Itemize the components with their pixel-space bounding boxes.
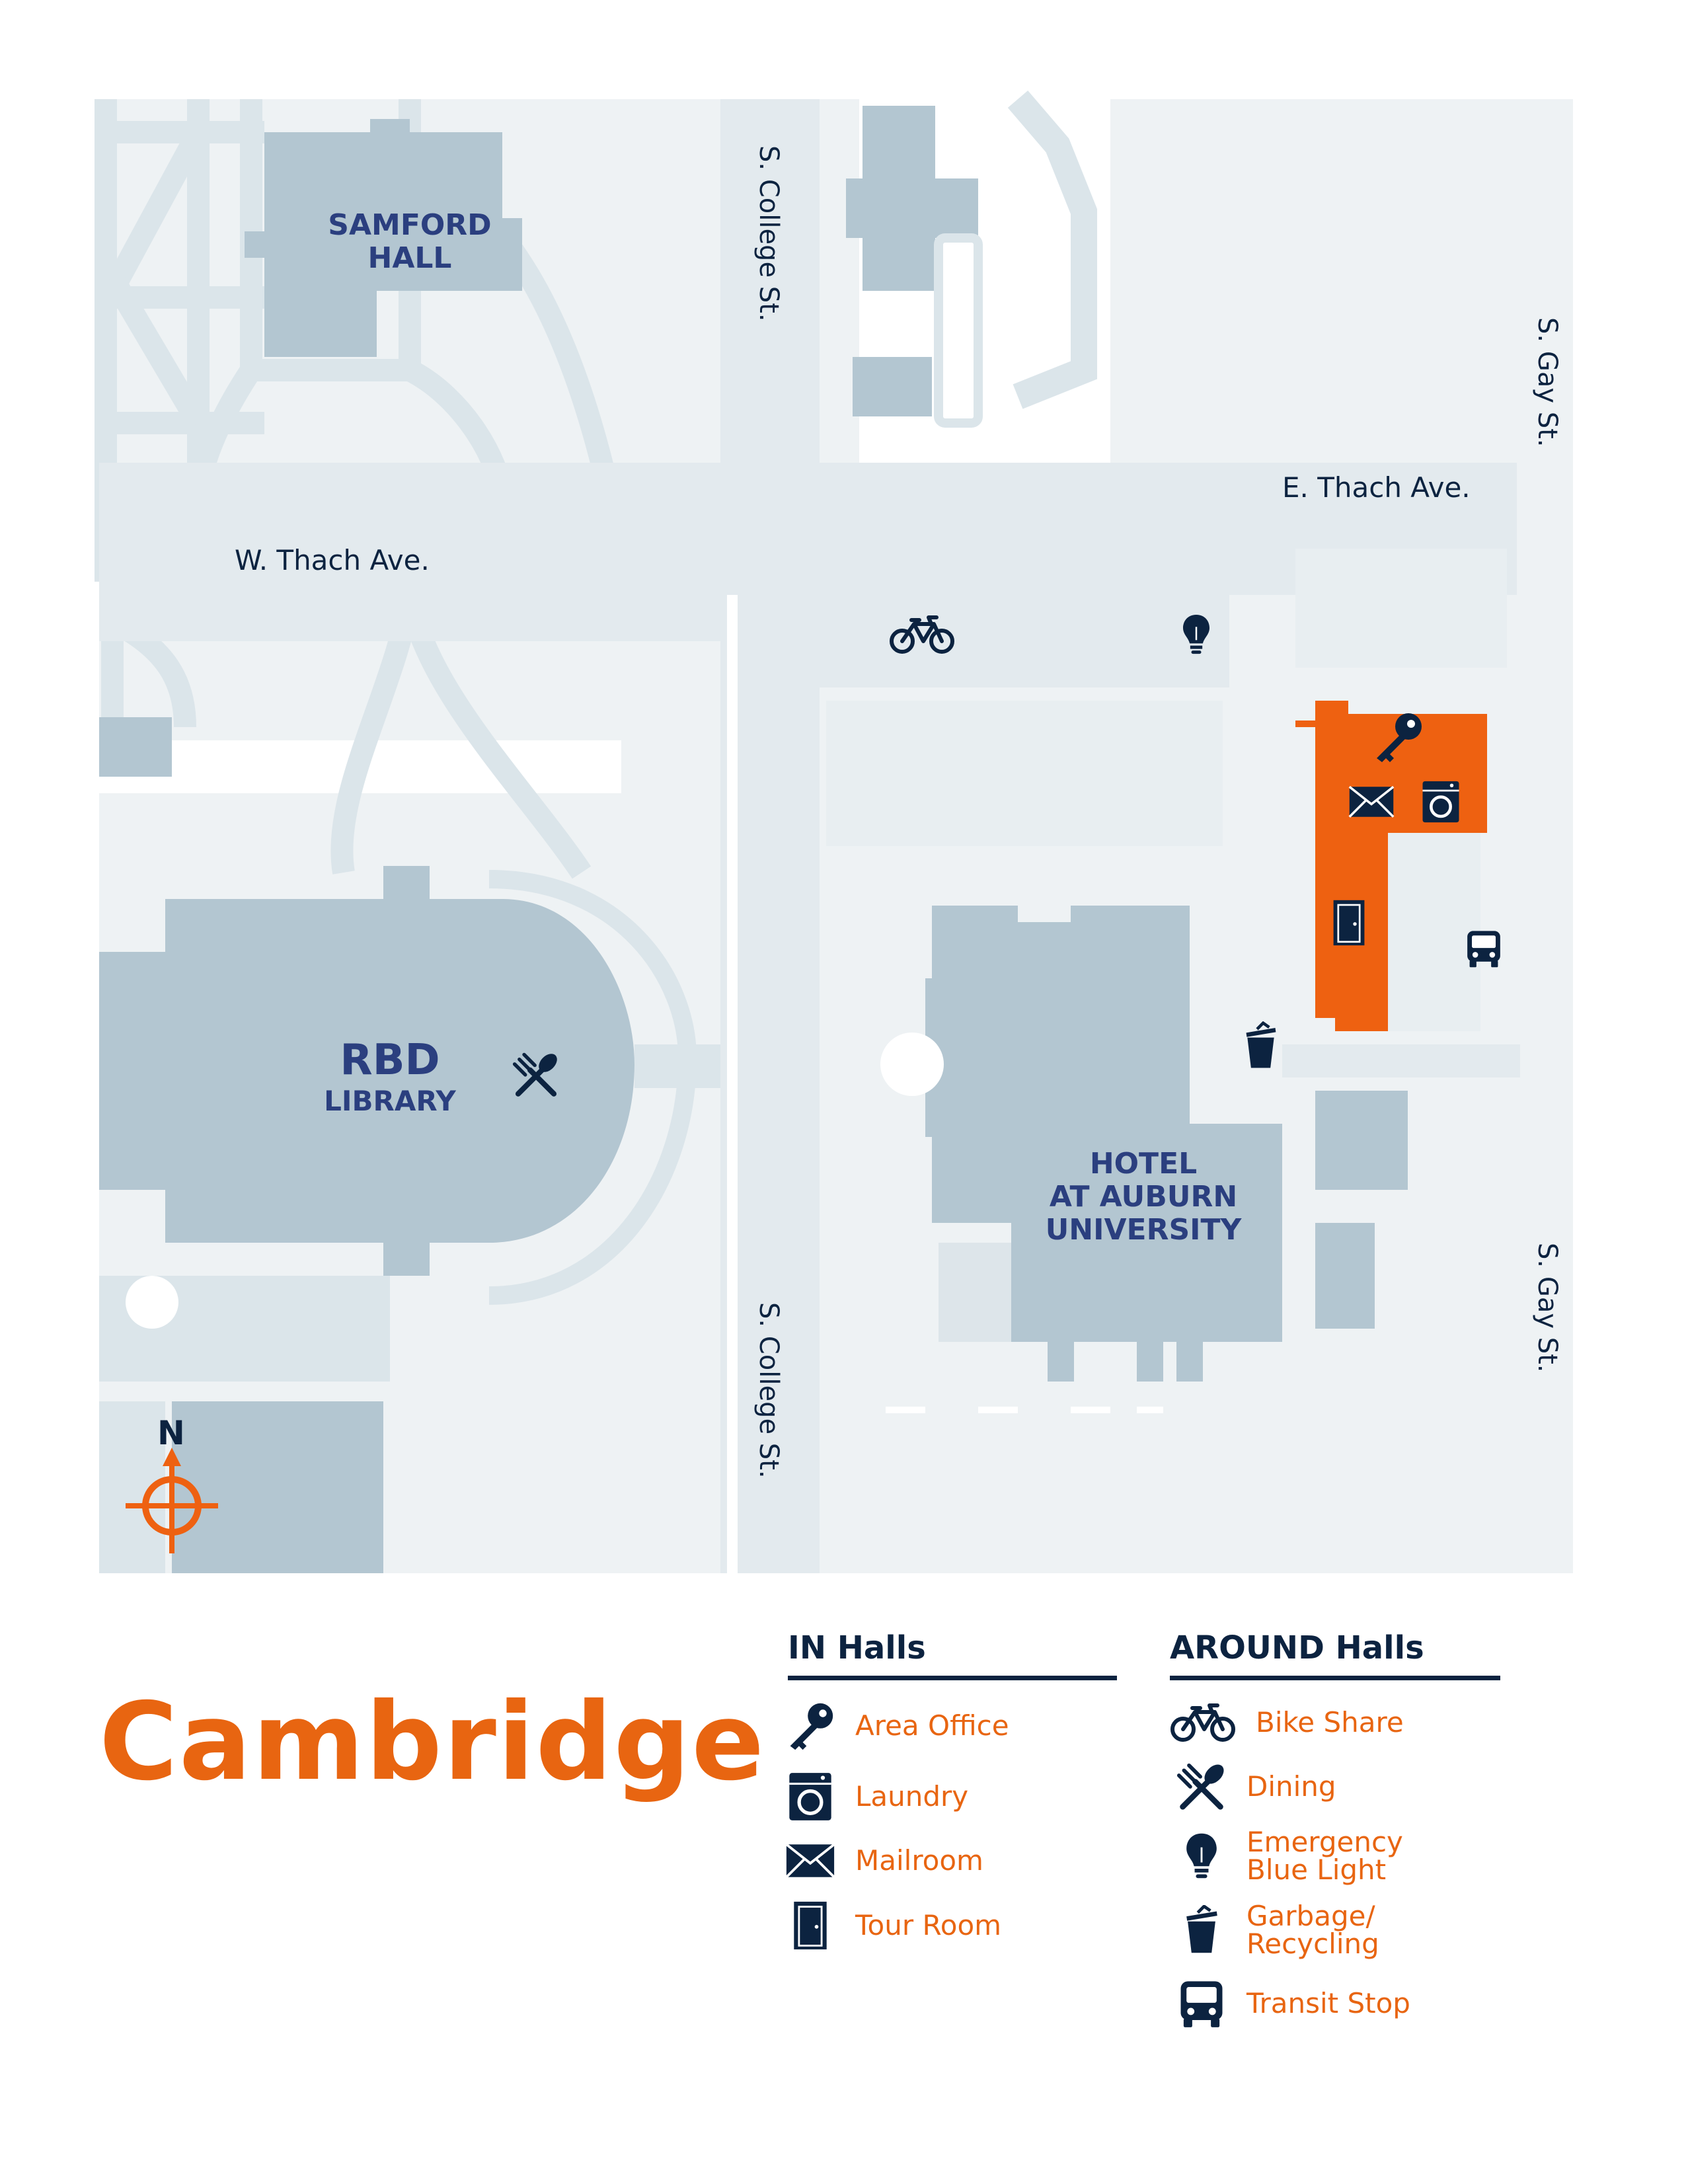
street-label-s-college-bottom: S. College St. — [753, 1302, 784, 1479]
campus-map: S. College St. S. College St. S. Gay St.… — [95, 90, 1573, 1573]
street-label-w-thach: W. Thach Ave. — [235, 544, 430, 576]
samford-hall-label-line2: HALL — [368, 241, 452, 275]
bus-icon — [1176, 1978, 1227, 2029]
hotel-label-line3: UNIVERSITY — [1046, 1213, 1243, 1247]
legend-item-area-office: Area Office — [785, 1701, 1009, 1751]
map-mailroom-icon — [1348, 785, 1395, 818]
legend-item-blue-light: Emergency Blue Light — [1176, 1828, 1403, 1884]
legend-item-label: Garbage/ Recycling — [1247, 1900, 1379, 1960]
legend-item-bike-share: Bike Share — [1170, 1697, 1404, 1748]
legend-item-label: Area Office — [855, 1709, 1009, 1742]
legend-item-laundry: Laundry — [785, 1772, 968, 1822]
legend-item-transit-stop: Transit Stop — [1176, 1978, 1410, 2029]
samford-hall-building — [245, 119, 522, 357]
rbd-library-building — [145, 866, 634, 1276]
legend-item-label: Dining — [1247, 1770, 1336, 1803]
bulb-icon — [1176, 1831, 1227, 1881]
legend-item-garbage: Garbage/ Recycling — [1176, 1902, 1379, 1958]
door-icon — [785, 1900, 835, 1951]
map-tour-room-icon — [1332, 899, 1365, 947]
legend-around-halls-heading: AROUND Halls — [1170, 1629, 1424, 1666]
street-label-s-gay-top: S. Gay St. — [1532, 317, 1562, 448]
legend-around-halls-rule — [1170, 1676, 1500, 1680]
bike-icon — [1170, 1697, 1236, 1748]
legend-item-label: Emergency Blue Light — [1247, 1826, 1403, 1886]
legend-item-label: Transit Stop — [1247, 1987, 1410, 2019]
mail-icon — [785, 1836, 835, 1886]
map-laundry-icon — [1423, 781, 1459, 822]
hotel-label-line2: AT AUBURN — [1050, 1180, 1237, 1214]
hotel-building — [925, 906, 1282, 1342]
key-icon — [785, 1701, 835, 1751]
thach-avenue — [99, 522, 1520, 595]
legend-item-label: Tour Room — [855, 1909, 1002, 1941]
hotel-label-line1: HOTEL — [1090, 1147, 1197, 1181]
street-label-s-gay-bottom: S. Gay St. — [1532, 1243, 1562, 1373]
compass-rose-icon: N — [126, 1414, 218, 1553]
library-label-line2: LIBRARY — [324, 1085, 456, 1117]
legend-item-label: Mailroom — [855, 1844, 983, 1877]
legend-item-tour-room: Tour Room — [785, 1900, 1001, 1951]
legend-item-dining: Dining — [1176, 1762, 1336, 1812]
samford-hall-label-line1: SAMFORD — [328, 208, 491, 242]
legend-item-mailroom: Mailroom — [785, 1836, 983, 1886]
legend-in-halls-rule — [788, 1676, 1117, 1680]
dining-icon — [1176, 1762, 1227, 1812]
street-label-e-thach: E. Thach Ave. — [1282, 471, 1471, 504]
legend-item-label: Bike Share — [1256, 1706, 1404, 1738]
legend-item-label: Laundry — [855, 1780, 969, 1813]
map-title: Cambridge — [99, 1680, 766, 1805]
legend-in-halls-heading: IN Halls — [788, 1629, 926, 1666]
compass-north-label: N — [157, 1414, 185, 1452]
laundry-icon — [785, 1772, 835, 1822]
s-gay-street — [1517, 99, 1573, 1573]
trash-icon — [1176, 1905, 1227, 1955]
library-label-line1: RBD — [340, 1036, 440, 1085]
street-label-s-college-top: S. College St. — [753, 145, 784, 322]
